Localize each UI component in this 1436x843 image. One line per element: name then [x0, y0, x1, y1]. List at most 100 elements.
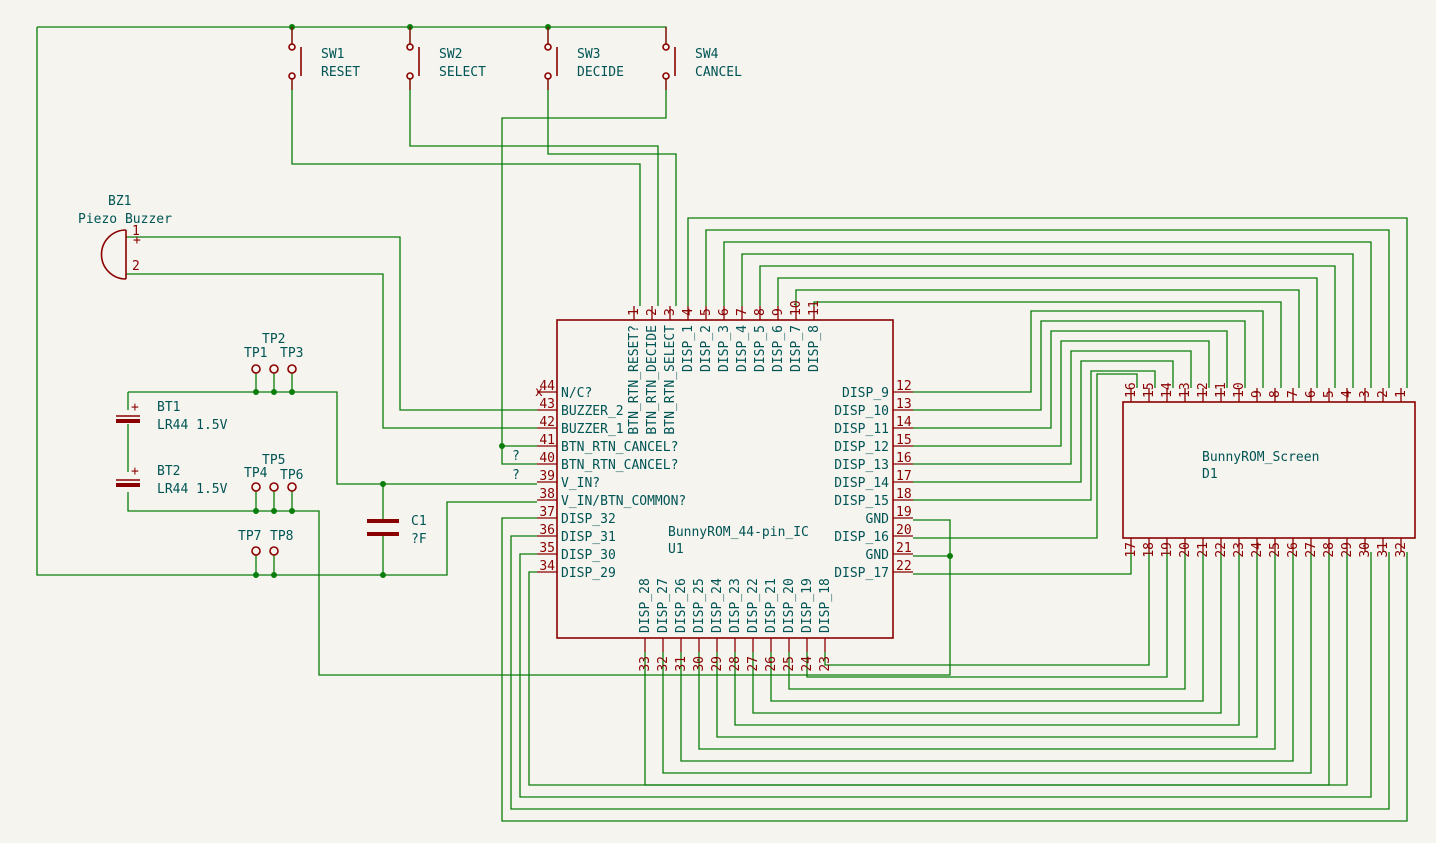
- display-net: [662, 552, 1312, 774]
- junction-dot: [253, 572, 259, 578]
- ic-pin-name: DISP_30: [561, 548, 616, 563]
- battery-plus: +: [131, 400, 139, 415]
- ic-pin-name: BUZZER_1: [561, 422, 624, 437]
- ic-pin-number: 15: [896, 433, 912, 448]
- ic-pin-number: 32: [656, 656, 671, 672]
- display-net: [680, 552, 1294, 762]
- ic-pin-name: DISP_32: [561, 512, 616, 527]
- screen-pin-number: 29: [1340, 542, 1355, 558]
- testpoint-ref: TP2: [262, 332, 285, 347]
- ic-pin-number: 16: [896, 451, 912, 466]
- display-net: [913, 330, 1228, 429]
- ic-pin-name: DISP_9: [842, 386, 889, 401]
- screen-pin-number: 15: [1142, 382, 1157, 398]
- buzzer-ref: BZ1: [108, 194, 131, 209]
- display-net: [913, 320, 1246, 411]
- screen-pin-number: 5: [1322, 390, 1337, 398]
- junction-dot: [271, 508, 277, 514]
- testpoint-ref: TP5: [262, 453, 285, 468]
- ic-pin-name: DISP_19: [800, 578, 815, 633]
- screen-pin-number: 25: [1268, 542, 1283, 558]
- display-net: [687, 217, 1408, 388]
- parts: [100, 27, 1416, 652]
- display-net: [913, 360, 1174, 483]
- ic-pin-name: V_IN/BTN_COMMON?: [561, 494, 686, 509]
- ic-pin-number: 29: [710, 656, 725, 672]
- testpoint-ref: TP8: [270, 529, 293, 544]
- switch-ref: SW3: [577, 47, 600, 62]
- ic-pin-number: 42: [539, 415, 555, 430]
- buzzer-1-net: [126, 273, 537, 429]
- labels: BunnyROM_44-pin_ICU11BTN_RTN_RESET?2BTN_…: [78, 47, 1409, 672]
- testpoint-ref: TP6: [280, 468, 303, 483]
- screen-pin-number: 14: [1160, 382, 1175, 398]
- display-net: [770, 552, 1204, 702]
- battery-ref: BT1: [157, 400, 180, 415]
- screen-pin-number: 10: [1232, 382, 1247, 398]
- screen-ref: D1: [1202, 467, 1218, 482]
- ic-pin-number: 40: [539, 451, 555, 466]
- ic-pin-number: 36: [539, 523, 555, 538]
- capacitor-plate: [367, 519, 399, 523]
- buzzer-pin-number: 1: [132, 224, 140, 239]
- ic-pin-number: 26: [764, 656, 779, 672]
- display-net: [913, 350, 1192, 465]
- screen-pin-number: 3: [1358, 390, 1373, 398]
- screen-pin-number: 9: [1250, 390, 1265, 398]
- ic-pin-name: GND: [866, 512, 890, 527]
- display-net: [741, 253, 1354, 388]
- ic-pin-number: 9: [771, 308, 786, 316]
- screen-pin-number: 28: [1322, 542, 1337, 558]
- ic-pin-name: DISP_6: [771, 325, 786, 372]
- screen-pin-number: 4: [1340, 390, 1355, 398]
- vin-net: [128, 391, 537, 485]
- screen-pin-number: 13: [1178, 382, 1193, 398]
- ic-pin-number: 12: [896, 379, 912, 394]
- junction-dot: [380, 481, 386, 487]
- buzzer-value: Piezo Buzzer: [78, 212, 172, 227]
- display-net: [913, 340, 1210, 447]
- ic-pin-name: DISP_13: [834, 458, 889, 473]
- ic-pin-name: DISP_15: [834, 494, 889, 509]
- buzzer-2-net: [126, 236, 537, 411]
- testpoint-ref: TP4: [244, 466, 268, 481]
- screen-pin-number: 32: [1394, 542, 1409, 558]
- ic-pin-name: DISP_7: [789, 325, 804, 372]
- display-net: [913, 310, 1264, 393]
- sw4-net: [501, 78, 667, 465]
- ic-pin-name: DISP_31: [561, 530, 616, 545]
- screen-pin-number: 31: [1376, 542, 1391, 558]
- ic-pin-number: 6: [717, 308, 732, 316]
- capacitor-ref: C1: [411, 514, 427, 529]
- ic-pin-name: BTN_RTN_DECIDE: [645, 325, 660, 435]
- screen-pin-number: 11: [1214, 382, 1229, 398]
- ic-pin-number: 21: [896, 541, 912, 556]
- sw3-net: [547, 78, 677, 306]
- ic-pin-name: DISP_26: [674, 578, 689, 633]
- ic-pin-number: 25: [782, 656, 797, 672]
- ic-pin-number: 1: [627, 308, 642, 316]
- display-net: [510, 535, 1390, 810]
- ic-pin-number: 10: [789, 300, 804, 316]
- switch-common-wire: [37, 26, 667, 45]
- ic-pin-name: DISP_20: [782, 578, 797, 633]
- capacitor-value: ?F: [411, 532, 427, 547]
- display-net: [913, 373, 1138, 539]
- ic-pin-name: BUZZER_2: [561, 404, 624, 419]
- ic-pin-number: 7: [735, 308, 750, 316]
- buzzer-pin-number: 2: [132, 259, 140, 274]
- display-net: [913, 552, 1132, 575]
- ic-pin-number: 20: [896, 523, 912, 538]
- ic-pin-number: 43: [539, 397, 555, 412]
- junction-dot: [499, 443, 505, 449]
- ic-pin-name: DISP_8: [807, 325, 822, 372]
- screen-pin-number: 26: [1286, 542, 1301, 558]
- display-net: [795, 289, 1300, 388]
- testpoint-marker: [269, 364, 279, 374]
- gnd-net: [127, 492, 951, 676]
- ic-pin-name: DISP_2: [699, 325, 714, 372]
- switch-ref: SW4: [695, 47, 719, 62]
- sw2-net: [409, 78, 659, 306]
- screen-pin-number: 30: [1358, 542, 1373, 558]
- display-net: [777, 277, 1318, 388]
